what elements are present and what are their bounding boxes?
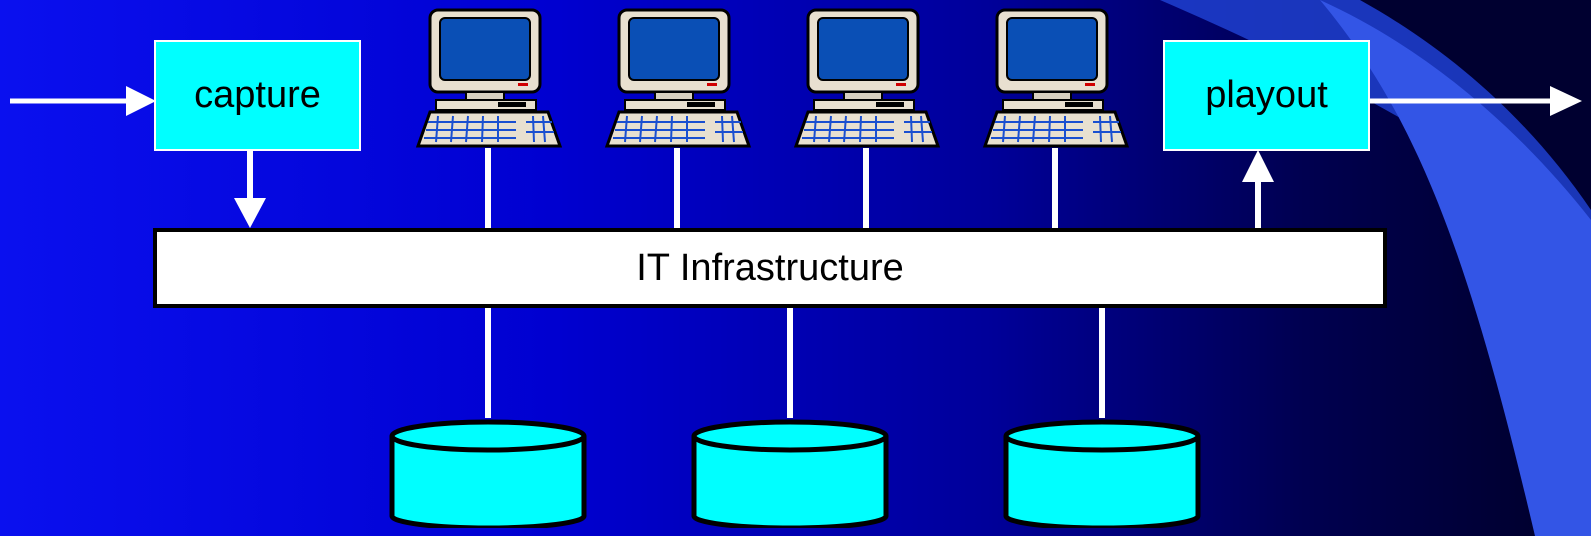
storage-disk-icon (1003, 419, 1201, 528)
it-infrastructure-bar: IT Infrastructure (153, 228, 1387, 308)
capture-box: capture (154, 40, 361, 151)
background-swoosh-dark (1360, 0, 1591, 210)
capture-label: capture (194, 74, 321, 116)
storage-disk-icon (691, 419, 889, 528)
input-arrow-head (126, 86, 156, 116)
output-arrow-head (1550, 86, 1582, 116)
storage-disk-icon (389, 419, 587, 528)
infra-to-playout-arrow-head (1242, 150, 1274, 182)
capture-to-infra-arrow-head (234, 198, 266, 228)
computer-workstation-icon (604, 8, 752, 148)
computer-workstation-icon (793, 8, 941, 148)
computer-workstation-icon (982, 8, 1130, 148)
infrastructure-label: IT Infrastructure (636, 246, 904, 289)
playout-label: playout (1205, 74, 1328, 116)
computer-workstation-icon (415, 8, 563, 148)
playout-box: playout (1163, 40, 1370, 151)
background-swoosh-light (1320, 0, 1591, 536)
